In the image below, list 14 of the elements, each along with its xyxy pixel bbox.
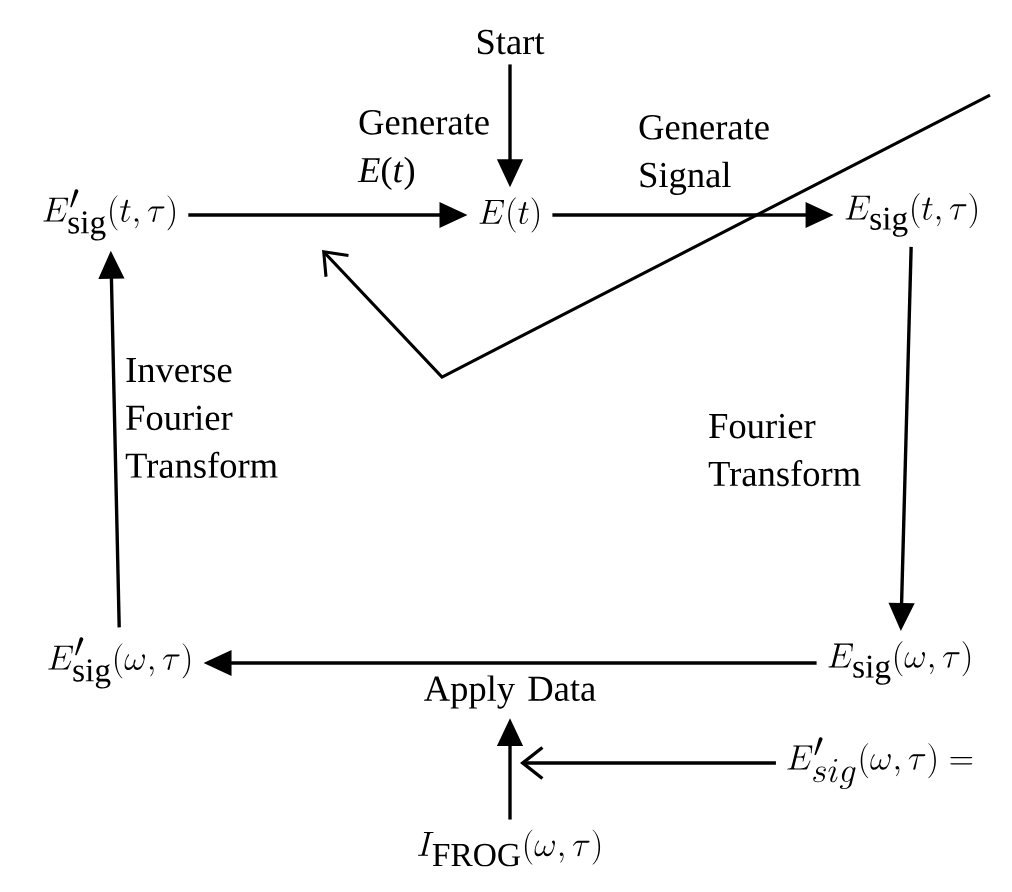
formula-label: $E'_{sig}(\omega,\tau) =$ <box>787 737 973 790</box>
formula-label: $E'_{\mathrm{sig}}(\omega,\tau)$ <box>48 637 191 689</box>
edge-label: Generate Signal <box>639 115 769 195</box>
formula-label: $E_{\mathrm{sig}}(t,\tau)$ <box>845 193 977 237</box>
edge-label: Inverse Fourier Transform <box>125 358 278 478</box>
edge-label: Apply Data <box>424 675 596 709</box>
arrow <box>520 746 776 780</box>
start-label: Start <box>477 29 545 55</box>
formula-label: $E_{\mathrm{sig}}(\omega,\tau)$ <box>828 641 971 685</box>
edge-label: Generate E(t) <box>357 110 489 190</box>
formula-label: $E'_{\mathrm{sig}}(t,\tau)$ <box>43 189 175 241</box>
formula-label: $I_{\mathrm{FROG}}(\omega,\tau)$ <box>418 829 601 867</box>
edge-label: Fourier Transform <box>708 413 861 487</box>
formula-label: $E(t)$ <box>479 197 540 233</box>
